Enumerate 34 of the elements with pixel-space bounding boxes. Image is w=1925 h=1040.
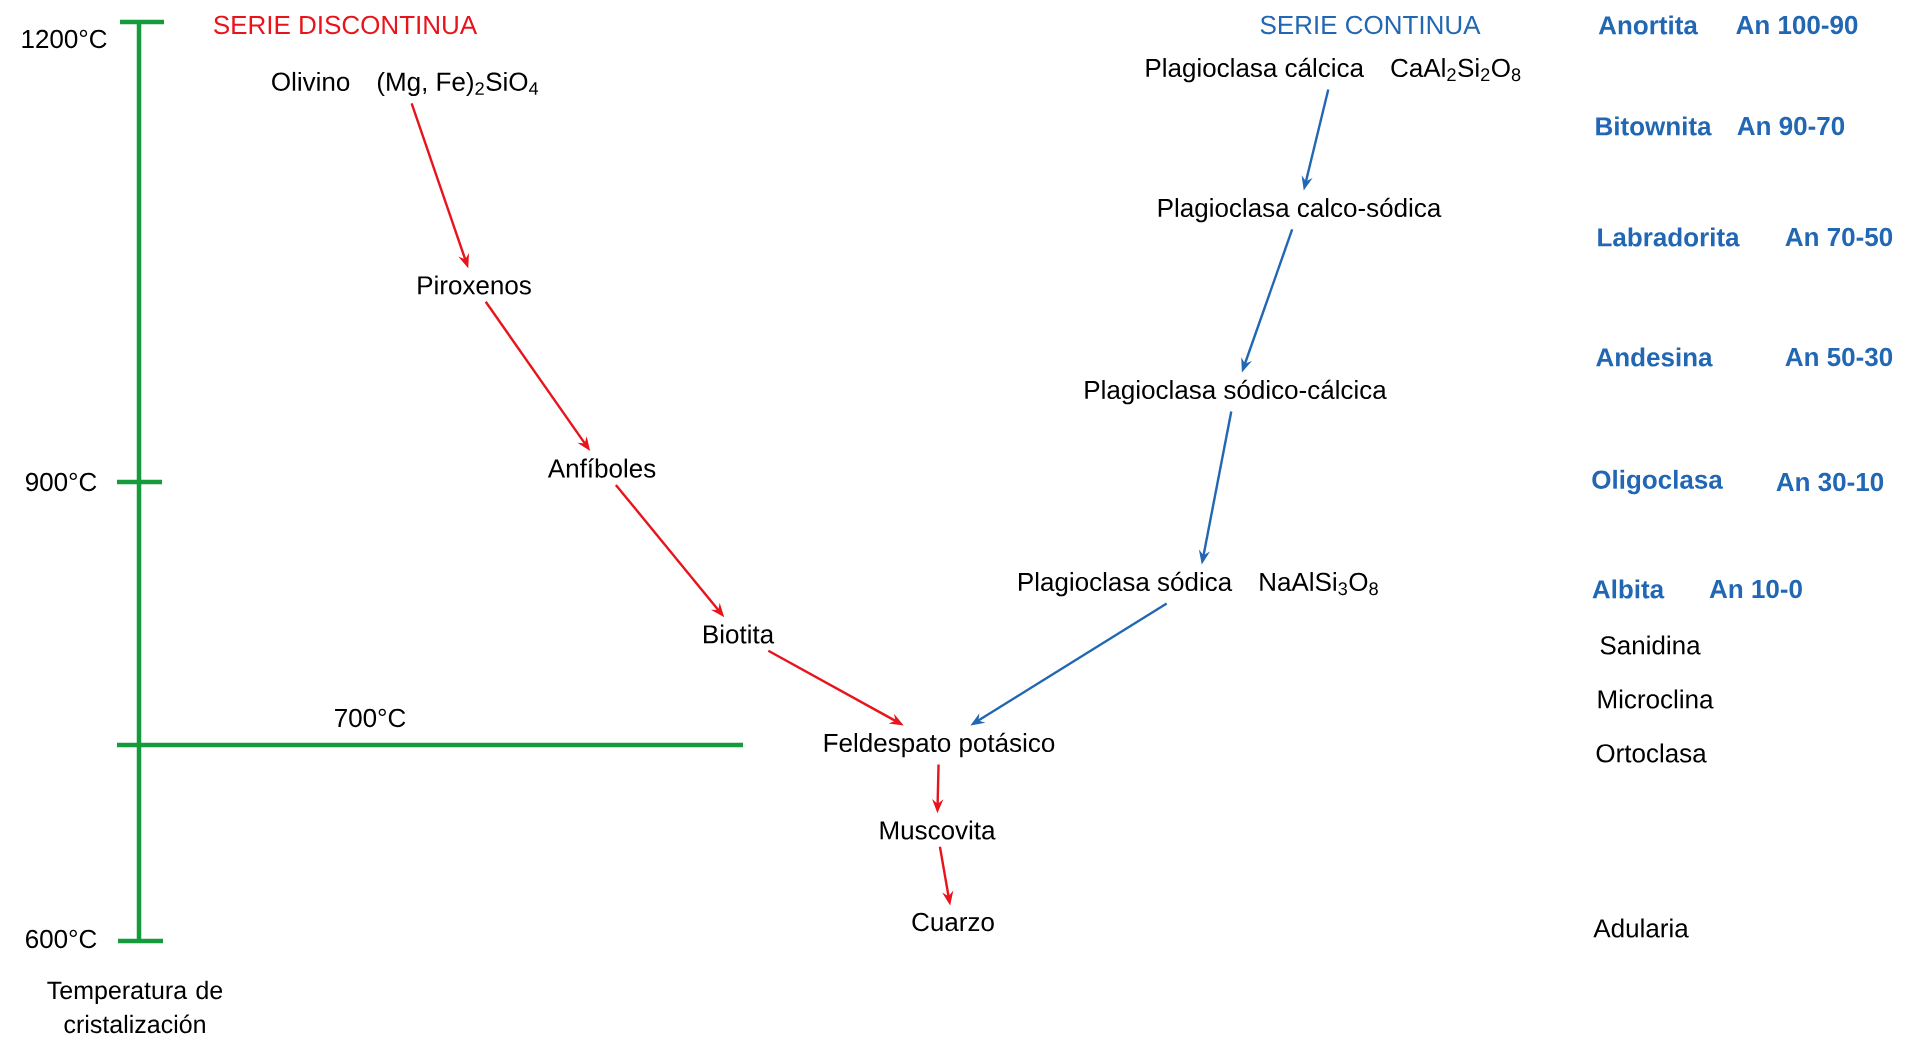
variety-label: Oligoclasa [1592, 469, 1723, 495]
mineral-label: Plagioclasa sódico-cálcica [1085, 379, 1387, 405]
temperature-label: 600°C [26, 929, 97, 949]
variety-label: Microclina [1598, 689, 1714, 709]
mineral-label: Cuarzo [912, 912, 994, 932]
series-title: SERIE CONTINUA [1260, 15, 1481, 35]
variety-label: Anortita [1598, 15, 1698, 35]
axis-title: Temperatura de cristalización [47, 980, 223, 1034]
variety-label: An 90-70 [1737, 116, 1845, 136]
variety-label: Adularia [1593, 918, 1689, 938]
variety-label: Albita [1592, 579, 1665, 599]
variety-label: Sanidina [1600, 635, 1701, 655]
series-title: SERIE DISCONTINUA [214, 15, 478, 35]
variety-label: Bitownita [1596, 116, 1712, 136]
mineral-label: Muscovita [880, 820, 996, 840]
mineral-label: Olivino (Mg, Fe)$_{2}$SiO$_{4}$ [272, 71, 539, 97]
variety-label: An 70-50 [1785, 227, 1893, 247]
temperature-label: 700°C [335, 708, 406, 728]
mineral-label: Anfíboles [547, 458, 656, 478]
mineral-label: Feldespato potásico [824, 732, 1055, 758]
variety-label: An 100-90 [1736, 15, 1858, 35]
mineral-label: Plagioclasa calco-sódica [1158, 197, 1442, 223]
temperature-label: 1200°C [22, 29, 107, 49]
variety-label: Andesina [1596, 347, 1713, 367]
variety-label: Labradorita [1598, 227, 1740, 247]
mineral-label: Biotita [704, 624, 775, 644]
variety-label: An 30-10 [1776, 472, 1884, 492]
variety-label: An 50-30 [1785, 347, 1893, 367]
variety-label: Ortoclasa [1596, 743, 1707, 763]
mineral-label: Plagioclasa cálcica CaAl$_{2}$Si$_{2}$O$_{8}$ [1146, 57, 1521, 83]
variety-label: An 10-0 [1709, 579, 1802, 599]
temperature-label: 900°C [25, 472, 97, 492]
mineral-label: Piroxenos [418, 275, 531, 295]
mineral-label: Plagioclasa sódica NaAlSi$_{3}$O$_{8}$ [1019, 571, 1378, 597]
